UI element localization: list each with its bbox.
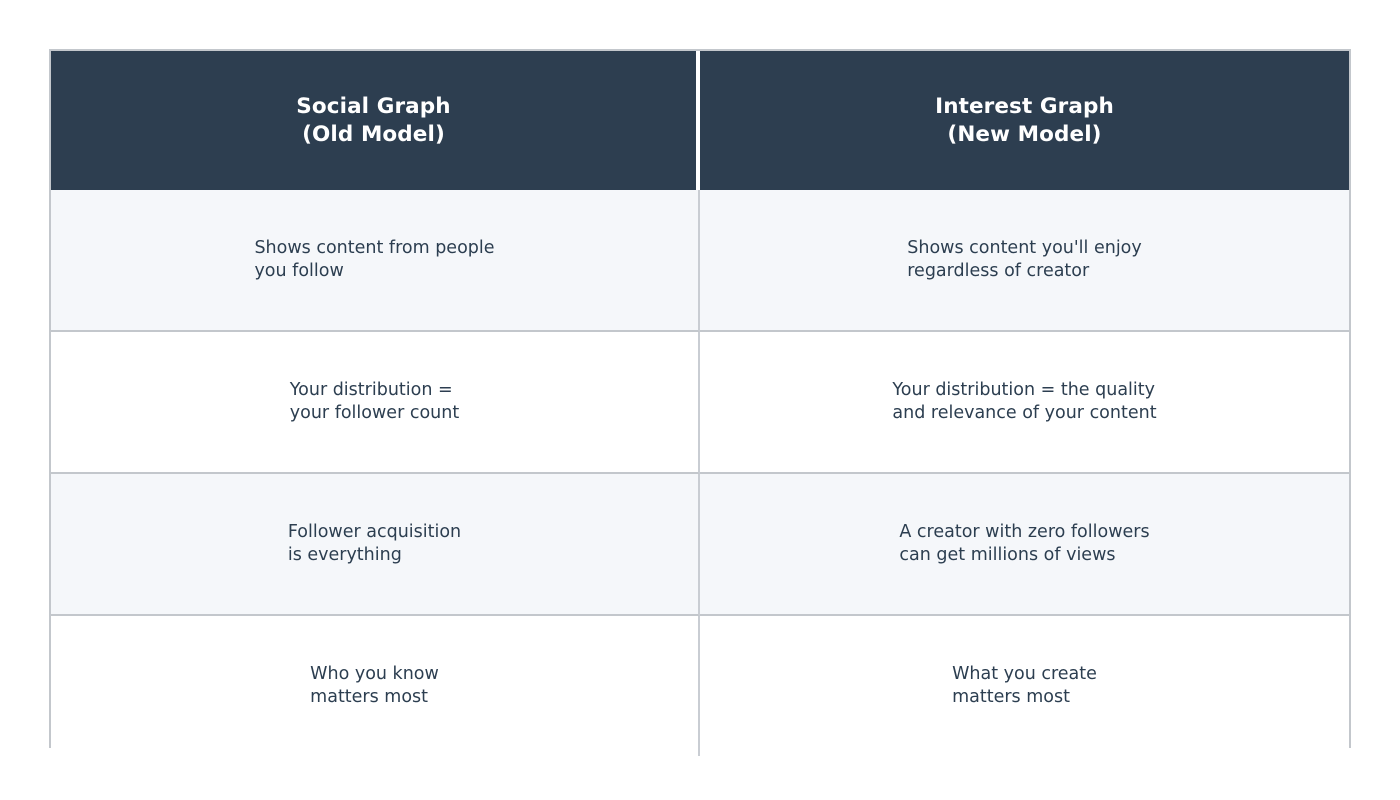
table-border-right [1349, 49, 1351, 748]
table-row: Shows content from people you follow Sho… [51, 190, 1349, 332]
table-row: Your distribution = your follower count … [51, 332, 1349, 474]
table-row: Who you know matters most What you creat… [51, 616, 1349, 756]
column-header-social-graph-label: Social Graph (Old Model) [296, 93, 451, 147]
table-cell-social-graph: Your distribution = your follower count [51, 332, 700, 474]
table-cell-social-graph: Who you know matters most [51, 616, 700, 756]
table-cell-social-graph: Shows content from people you follow [51, 190, 700, 332]
table-cell-text: Shows content you'll enjoy regardless of… [907, 237, 1142, 282]
table-cell-interest-graph: Your distribution = the quality and rele… [700, 332, 1349, 474]
table-cell-interest-graph: What you create matters most [700, 616, 1349, 756]
table-row: Follower acquisition is everything A cre… [51, 474, 1349, 616]
column-header-social-graph: Social Graph (Old Model) [51, 51, 700, 190]
comparison-table: Social Graph (Old Model) Interest Graph … [51, 51, 1349, 756]
table-header-row: Social Graph (Old Model) Interest Graph … [51, 51, 1349, 190]
table-header: Social Graph (Old Model) Interest Graph … [51, 51, 1349, 190]
table-cell-text: Your distribution = the quality and rele… [892, 379, 1157, 424]
table-cell-text: A creator with zero followers can get mi… [899, 521, 1150, 566]
table-cell-interest-graph: A creator with zero followers can get mi… [700, 474, 1349, 616]
table-cell-social-graph: Follower acquisition is everything [51, 474, 700, 616]
table-cell-text: Shows content from people you follow [254, 237, 495, 282]
table-cell-interest-graph: Shows content you'll enjoy regardless of… [700, 190, 1349, 332]
table-body: Shows content from people you follow Sho… [51, 190, 1349, 756]
table-cell-text: Follower acquisition is everything [287, 521, 462, 566]
table-cell-text: Who you know matters most [310, 663, 439, 708]
table-cell-text: Your distribution = your follower count [289, 379, 460, 424]
table-cell-text: What you create matters most [952, 663, 1097, 708]
column-header-interest-graph: Interest Graph (New Model) [700, 51, 1349, 190]
column-header-interest-graph-label: Interest Graph (New Model) [935, 93, 1114, 147]
